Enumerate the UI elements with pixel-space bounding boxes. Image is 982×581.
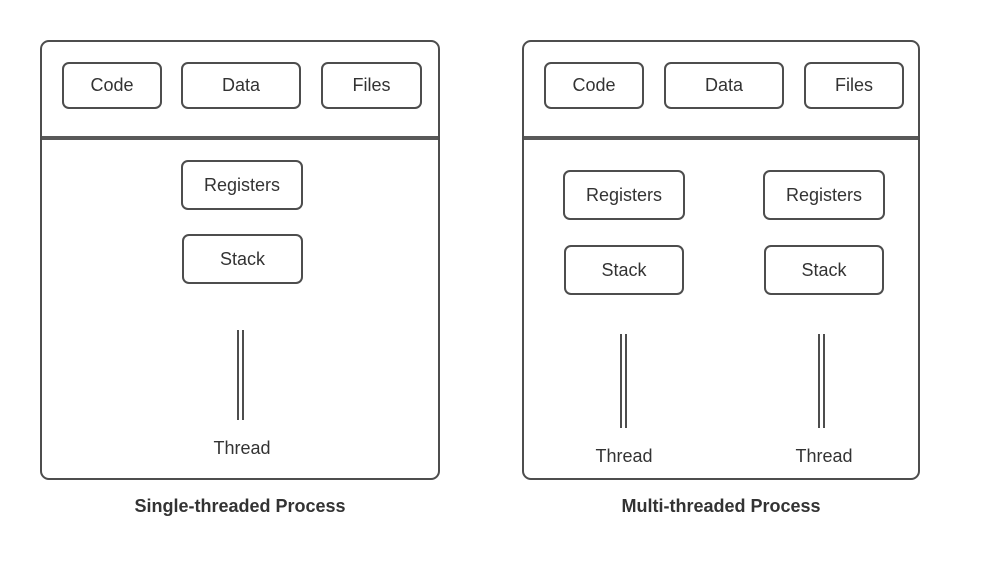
code-box: Code bbox=[544, 62, 644, 109]
section-divider bbox=[524, 136, 918, 140]
registers-label: Registers bbox=[785, 184, 863, 205]
stack-box: Stack bbox=[182, 234, 303, 284]
thread-lines-icon bbox=[237, 330, 244, 420]
files-box: Files bbox=[321, 62, 422, 109]
files-box: Files bbox=[804, 62, 904, 109]
single-threaded-caption: Single-threaded Process bbox=[134, 496, 346, 516]
single-threaded-process-box: Code Data Files Registers Stack Thread bbox=[40, 40, 440, 480]
multi-threaded-caption: Multi-threaded Process bbox=[621, 496, 821, 516]
section-divider bbox=[42, 136, 438, 140]
stack-label: Stack bbox=[801, 259, 847, 280]
thread-lines-icon bbox=[818, 334, 825, 428]
files-label: Files bbox=[352, 75, 391, 95]
data-label: Data bbox=[704, 75, 744, 95]
registers-box: Registers bbox=[563, 170, 685, 220]
code-box: Code bbox=[62, 62, 162, 109]
registers-box: Registers bbox=[181, 160, 303, 210]
registers-box: Registers bbox=[763, 170, 885, 220]
multi-threaded-process-box: Code Data Files Registers Stack Thread R… bbox=[522, 40, 920, 480]
thread-label: Thread bbox=[595, 446, 653, 466]
code-label: Code bbox=[572, 75, 616, 95]
files-label: Files bbox=[834, 75, 873, 95]
thread-label: Thread bbox=[795, 446, 853, 466]
stack-label: Stack bbox=[601, 259, 647, 280]
thread-lines-icon bbox=[620, 334, 627, 428]
code-label: Code bbox=[90, 75, 134, 95]
thread-label: Thread bbox=[213, 438, 271, 458]
data-box: Data bbox=[181, 62, 301, 109]
data-box: Data bbox=[664, 62, 784, 109]
registers-label: Registers bbox=[203, 174, 281, 195]
stack-box: Stack bbox=[764, 245, 884, 295]
stack-label: Stack bbox=[219, 248, 266, 269]
data-label: Data bbox=[221, 75, 261, 95]
registers-label: Registers bbox=[585, 184, 663, 205]
stack-box: Stack bbox=[564, 245, 684, 295]
